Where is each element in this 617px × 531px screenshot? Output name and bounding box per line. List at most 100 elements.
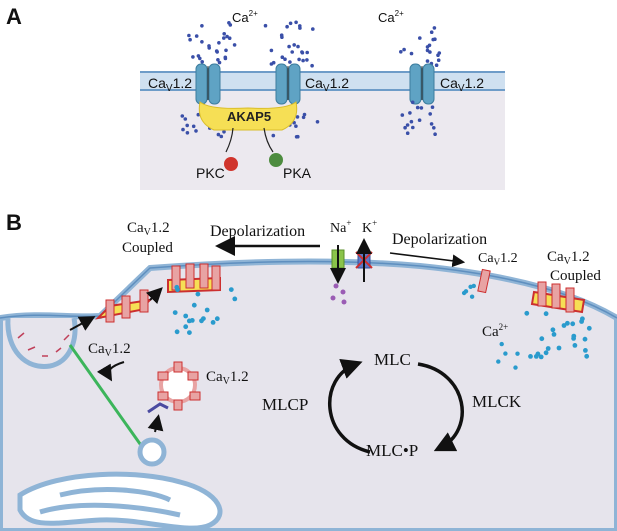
calcium-dot — [524, 310, 530, 316]
calcium-dot — [207, 44, 211, 48]
calcium-dot — [194, 34, 199, 38]
calcium-dot — [185, 123, 189, 128]
calcium-dot — [570, 321, 576, 327]
calcium-dot — [204, 307, 210, 313]
calcium-dot — [232, 296, 238, 302]
calcium-dot — [222, 130, 226, 134]
calcium-dot — [305, 58, 309, 62]
mlc-phosphorylation-cycle — [327, 359, 464, 454]
calcium-dot — [279, 33, 284, 37]
cav12-coupled-label-right-line2: Coupled — [550, 268, 601, 284]
calcium-dot — [533, 354, 539, 359]
calcium-dot — [180, 114, 185, 118]
calcium-dot — [405, 123, 410, 127]
calcium-dot — [513, 365, 518, 370]
calcium-label-a-2: Ca2+ — [378, 9, 404, 25]
calcium-dot — [310, 63, 314, 68]
calcium-dot — [582, 336, 588, 342]
calcium-dot — [296, 134, 300, 139]
calcium-dot — [294, 20, 298, 25]
calcium-dot — [496, 359, 501, 364]
panel-b: Na+ K+ Depolarization Depolarization CaV… — [0, 218, 617, 531]
calcium-dot — [499, 341, 504, 347]
calcium-dot — [434, 63, 439, 67]
calcium-dot — [174, 284, 180, 290]
calcium-dot — [315, 120, 320, 124]
calcium-label-b: Ca2+ — [482, 322, 508, 340]
calcium-dot — [224, 48, 228, 53]
calcium-dot — [428, 112, 433, 116]
single-channel-right — [477, 268, 491, 294]
pka-label: PKA — [283, 165, 312, 181]
calcium-dot — [227, 36, 232, 40]
cav12-channel-a-1 — [195, 63, 221, 105]
calcium-dot — [191, 124, 196, 129]
caveolin-marks — [17, 332, 70, 357]
calcium-dot — [183, 117, 188, 121]
mlck-arrow — [417, 362, 464, 452]
mlcp-label: MLCP — [262, 395, 308, 414]
calcium-dot — [198, 56, 202, 61]
microtubule — [68, 344, 152, 459]
calcium-dot — [432, 126, 436, 130]
calcium-dot — [550, 327, 556, 333]
trafficking-arrow-top — [145, 287, 163, 305]
calcium-dot — [409, 51, 414, 56]
calcium-dot — [196, 112, 201, 117]
calcium-dot — [214, 316, 220, 322]
calcium-dot — [210, 320, 216, 325]
na-label: Na+ — [330, 218, 351, 236]
calcium-dot — [469, 294, 475, 299]
cav12-coupled-label-left-line2: Coupled — [122, 240, 173, 256]
calcium-dot — [400, 113, 405, 117]
cav12-channel-a-3 — [409, 63, 435, 105]
calcium-dot — [225, 34, 229, 39]
calcium-dot — [199, 318, 204, 324]
depolarization-label-left: Depolarization — [210, 223, 305, 240]
calcium-dot — [415, 105, 420, 110]
calcium-dot — [185, 131, 190, 135]
cav12-label-a-2: CaV1.2 — [305, 75, 349, 94]
calcium-dot — [551, 332, 557, 337]
calcium-dot — [471, 283, 476, 289]
calcium-dot — [571, 333, 577, 339]
calcium-dot — [556, 345, 562, 351]
calcium-dot — [187, 330, 192, 335]
mlc-p-label: MLC•P — [366, 441, 418, 460]
calcium-dot — [187, 33, 191, 38]
calcium-dot — [228, 287, 234, 292]
calcium-dot — [411, 125, 415, 130]
trafficking-arrow-curve — [96, 361, 125, 382]
calcium-dot — [186, 318, 192, 324]
calcium-dot — [503, 351, 508, 356]
calcium-dot — [280, 55, 285, 59]
calcium-dot — [222, 32, 226, 36]
calcium-dot — [216, 132, 221, 137]
mlc-label: MLC — [374, 350, 411, 369]
calcium-dot — [215, 50, 219, 54]
calcium-dot — [219, 134, 224, 139]
calcium-dot — [216, 58, 220, 62]
calcium-ions-panel-b — [172, 283, 592, 370]
calcium-dot — [584, 353, 590, 359]
calcium-dot — [561, 323, 567, 328]
calcium-dot — [538, 354, 544, 360]
calcium-dot — [285, 24, 289, 29]
calcium-dot — [436, 58, 441, 62]
calcium-dot — [302, 112, 307, 117]
calcium-dot — [301, 115, 306, 120]
calcium-dot — [290, 50, 295, 54]
calcium-dot — [287, 44, 291, 49]
calcium-dot — [545, 346, 551, 351]
calcium-label-a-1: Ca2+ — [232, 9, 258, 25]
calcium-dot — [428, 50, 432, 54]
calcium-dot — [232, 43, 237, 47]
calcium-dot — [539, 336, 545, 342]
calcium-dot — [200, 60, 204, 64]
calcium-dot — [432, 26, 437, 30]
calcium-dot — [425, 59, 430, 63]
calcium-dot — [403, 125, 407, 130]
calcium-dot — [292, 43, 297, 47]
calcium-ions-extracellular — [187, 20, 442, 68]
